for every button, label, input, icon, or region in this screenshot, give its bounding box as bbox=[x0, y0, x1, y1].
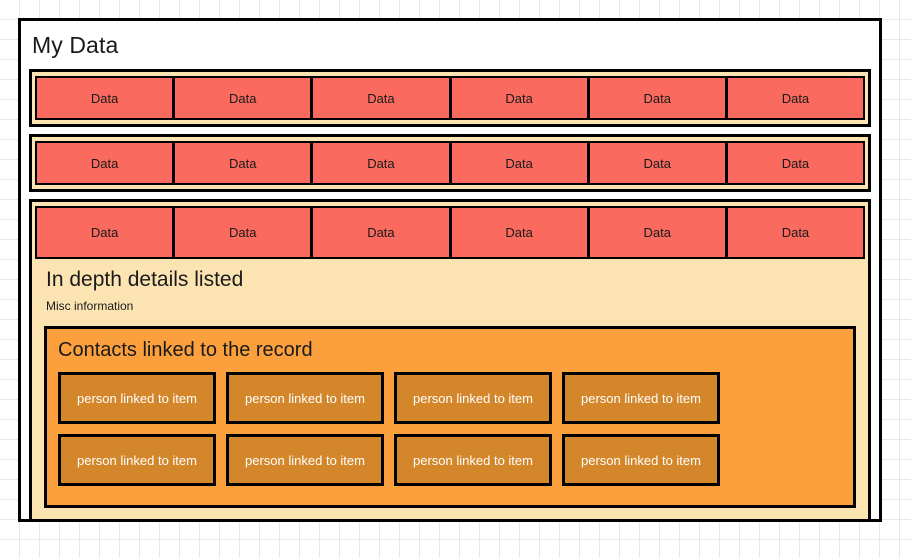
data-cell[interactable]: Data bbox=[35, 141, 175, 185]
data-cell[interactable]: Data bbox=[449, 141, 589, 185]
data-cell[interactable]: Data bbox=[725, 141, 866, 185]
contacts-grid: person linked to item person linked to i… bbox=[58, 372, 758, 486]
page-title: My Data bbox=[32, 32, 119, 58]
data-cell[interactable]: Data bbox=[173, 141, 313, 185]
data-cell[interactable]: Data bbox=[587, 76, 727, 120]
person-card[interactable]: person linked to item bbox=[58, 372, 216, 424]
contacts-title: Contacts linked to the record bbox=[58, 339, 313, 361]
person-card[interactable]: person linked to item bbox=[562, 372, 720, 424]
data-cell[interactable]: Data bbox=[449, 206, 589, 259]
data-row: Data Data Data Data Data Data bbox=[35, 206, 866, 259]
data-row: Data Data Data Data Data Data bbox=[29, 134, 871, 192]
data-cell[interactable]: Data bbox=[725, 76, 866, 120]
data-cell[interactable]: Data bbox=[725, 206, 866, 259]
data-cell[interactable]: Data bbox=[587, 141, 727, 185]
person-card[interactable]: person linked to item bbox=[394, 372, 552, 424]
data-cell[interactable]: Data bbox=[35, 206, 175, 259]
person-card[interactable]: person linked to item bbox=[562, 434, 720, 486]
data-cell[interactable]: Data bbox=[173, 76, 313, 120]
person-card[interactable]: person linked to item bbox=[58, 434, 216, 486]
data-cell[interactable]: Data bbox=[311, 141, 451, 185]
person-card[interactable]: person linked to item bbox=[226, 434, 384, 486]
data-cell[interactable]: Data bbox=[311, 206, 451, 259]
contacts-panel: Contacts linked to the record person lin… bbox=[44, 326, 856, 508]
data-cell[interactable]: Data bbox=[311, 76, 451, 120]
person-card[interactable]: person linked to item bbox=[394, 434, 552, 486]
data-cell[interactable]: Data bbox=[449, 76, 589, 120]
details-subtext: Misc information bbox=[46, 299, 134, 313]
data-row: Data Data Data Data Data Data bbox=[29, 69, 871, 127]
data-cell[interactable]: Data bbox=[35, 76, 175, 120]
detail-panel: Data Data Data Data Data Data In depth d… bbox=[29, 199, 871, 519]
data-cell[interactable]: Data bbox=[587, 206, 727, 259]
data-cell[interactable]: Data bbox=[173, 206, 313, 259]
person-card[interactable]: person linked to item bbox=[226, 372, 384, 424]
details-heading: In depth details listed bbox=[46, 268, 244, 291]
details-section: In depth details listed Misc information bbox=[35, 259, 865, 313]
record-card: My Data Data Data Data Data Data Data Da… bbox=[18, 18, 882, 522]
